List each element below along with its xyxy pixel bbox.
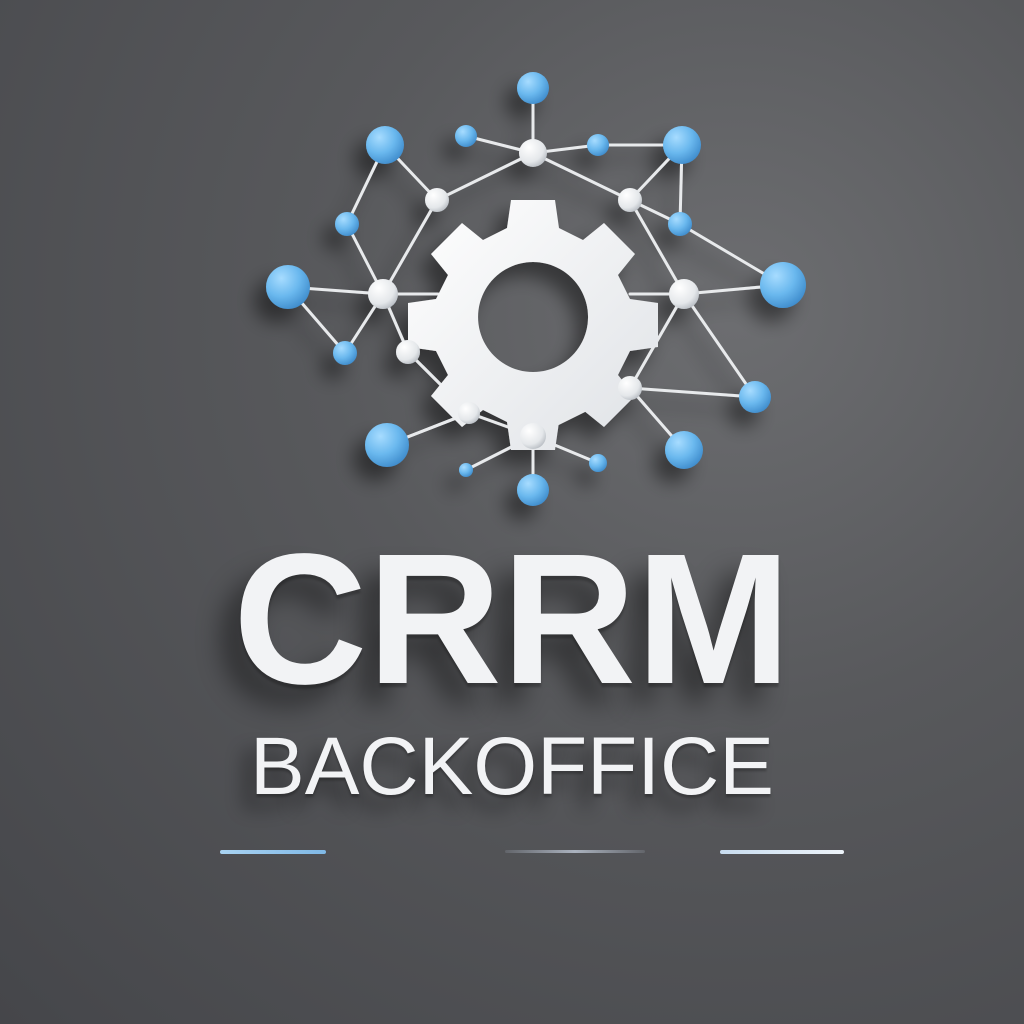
gear-icon xyxy=(408,200,658,450)
blue-nodes xyxy=(266,72,806,506)
brand-title: CRRM xyxy=(233,516,791,723)
divider-center xyxy=(505,850,645,853)
brand-subtitle: BACKOFFICE xyxy=(250,721,774,812)
divider-right xyxy=(720,850,844,854)
hub-nodes xyxy=(368,139,699,449)
divider-left xyxy=(220,850,326,854)
